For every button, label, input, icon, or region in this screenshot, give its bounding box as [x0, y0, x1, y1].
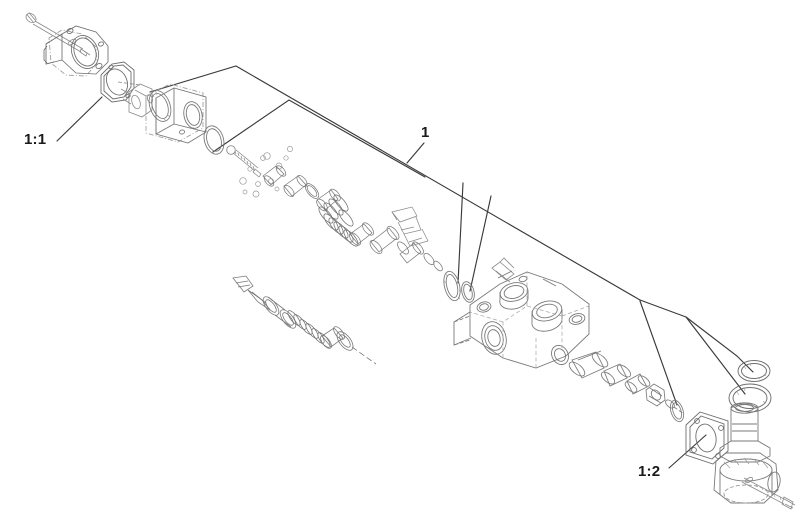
- leader-gasket-b: [469, 195, 492, 292]
- flange-gasket-right: [685, 411, 729, 465]
- spool-bracket-upper: [391, 206, 429, 247]
- misc-small-hardware: [242, 155, 289, 195]
- compression-spring-upper: [318, 194, 359, 247]
- valve-adapter-left: [117, 81, 153, 118]
- leader-lines: [56, 65, 754, 469]
- callout-label-1-1: 1:1: [24, 131, 47, 148]
- leader-branch-mid-left: [212, 99, 426, 178]
- cap-screw-top-left: [25, 12, 91, 57]
- leader-callout-1-2: [668, 434, 707, 469]
- o-ring-right-large: [728, 383, 772, 413]
- threaded-stud-upper: [232, 149, 262, 178]
- o-ring-center-a: [443, 270, 462, 302]
- retainer-ring-left: [148, 90, 172, 122]
- o-ring-left: [203, 125, 236, 155]
- relief-cartridge-right: [568, 350, 685, 415]
- leader-right-b: [685, 316, 754, 373]
- leader-callout-1-1: [56, 96, 103, 142]
- cap-screw-bottom-right: [741, 477, 796, 510]
- compression-spring-lower: [287, 310, 331, 348]
- valve-body-bracket: [491, 257, 515, 283]
- spool-assembly-lower: [232, 275, 377, 365]
- o-ring-center-b: [461, 281, 475, 303]
- leader-gasket-a: [457, 182, 464, 284]
- end-cap-housing-left: [43, 25, 109, 77]
- valve-section-left: [145, 83, 207, 144]
- callout-label-1-2: 1:2: [638, 463, 661, 480]
- end-cap-housing-right: [713, 402, 781, 504]
- leader-right-c: [685, 316, 746, 395]
- spool-assembly-upper: [232, 146, 443, 272]
- o-ring-right-small: [737, 360, 771, 382]
- callout-label-1: 1: [421, 124, 430, 141]
- leader-right-trunk: [639, 299, 687, 318]
- spool-sleeves-upper: [349, 222, 443, 272]
- valve-body-center: [453, 270, 590, 369]
- spool-segments-upper: [262, 165, 341, 212]
- small-hardware-upper: [239, 146, 293, 198]
- o-ring-cartridge: [669, 399, 685, 423]
- leader-right-a: [639, 300, 678, 406]
- leader-callout-1-tick: [406, 142, 425, 164]
- leader-branch-upper-left: [149, 65, 641, 301]
